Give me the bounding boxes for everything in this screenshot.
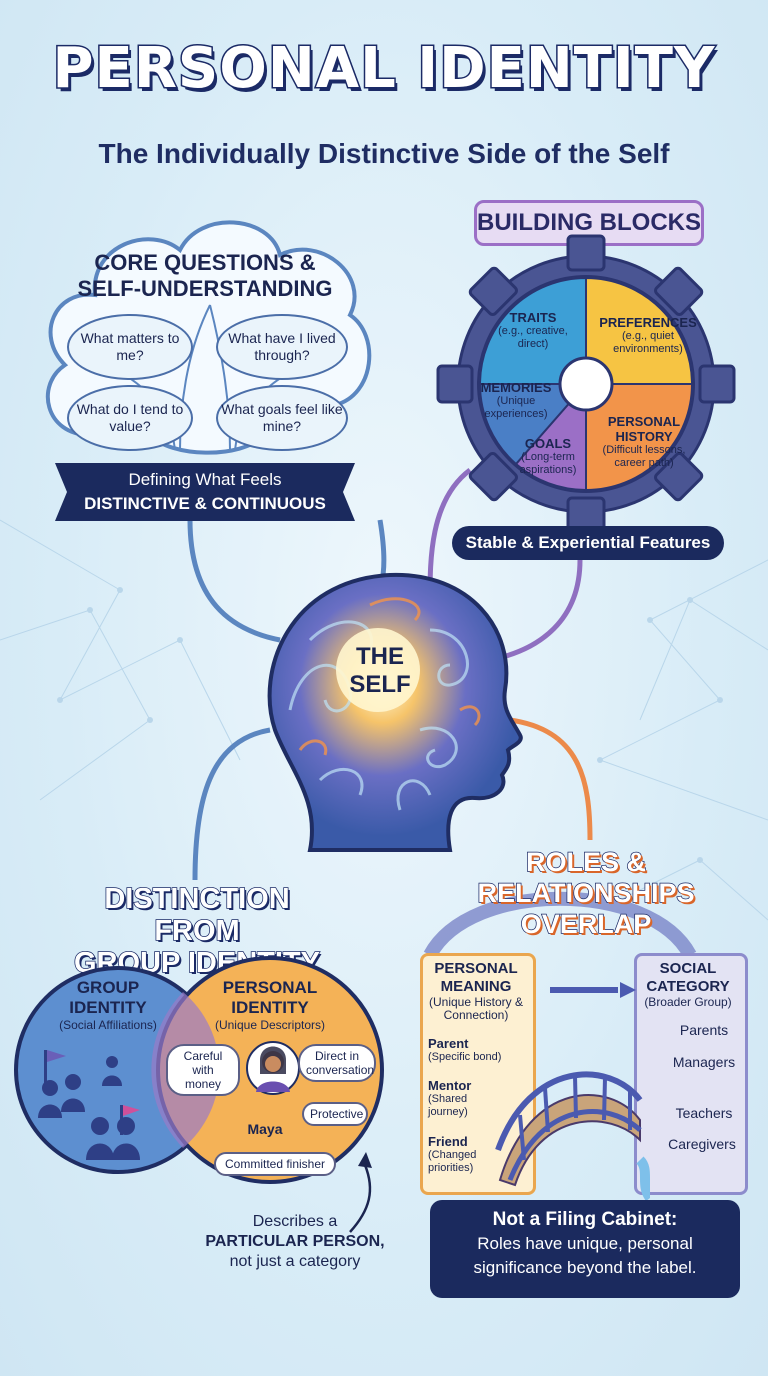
piece-history-detail: (Difficult lessons, career path) xyxy=(602,444,686,469)
callout-line-1: Roles have unique, personal xyxy=(477,1234,693,1253)
social-subtitle: (Broader Group) xyxy=(644,995,732,1009)
person-name: Maya xyxy=(247,1121,283,1137)
social-item-managers: Managers xyxy=(672,1054,736,1070)
venn-diagram xyxy=(14,956,384,1184)
piece-traits-detail: (e.g., creative, direct) xyxy=(498,325,568,350)
blocks-banner: Stable & Experiential Features xyxy=(452,526,724,560)
personal-subtitle: (Unique Descriptors) xyxy=(214,1018,326,1032)
question-pill-3: What do I tend to value? xyxy=(67,385,193,451)
bridge-icon xyxy=(495,982,650,1200)
roles-heading-line-1: ROLES & xyxy=(525,846,647,878)
piece-preferences: PREFERENCES (e.g., quiet environments) xyxy=(592,315,704,356)
core-heading-line-2: SELF-UNDERSTANDING xyxy=(77,276,333,301)
particular-note: Describes a PARTICULAR PERSON, not just … xyxy=(200,1212,390,1272)
piece-goals-name: GOALS xyxy=(524,436,572,451)
page-subtitle: The Individually Distinctive Side of the… xyxy=(98,138,670,169)
gear-icon xyxy=(436,234,736,534)
piece-history: PERSONAL HISTORY (Difficult lessons, car… xyxy=(596,414,692,470)
personal-meaning-subtitle: (Unique History & Connection) xyxy=(428,995,524,1022)
personal-meaning-title-line-1: PERSONAL xyxy=(434,960,518,977)
personal-item-parent: Parent (Specific bond) xyxy=(428,1036,514,1064)
particular-note-line-2: PARTICULAR PERSON, xyxy=(205,1233,385,1250)
descriptor-bubble-2: Direct in conversation xyxy=(298,1044,376,1082)
connector-blocks-2 xyxy=(489,559,583,663)
group-title-line-2: IDENTITY xyxy=(69,998,147,1017)
piece-traits-name: TRAITS xyxy=(509,310,557,325)
callout-title: Not a Filing Cabinet: xyxy=(492,1209,678,1230)
core-banner: Defining What Feels DISTINCTIVE & CONTIN… xyxy=(55,463,355,521)
particular-note-line-1: Describes a xyxy=(252,1213,338,1230)
core-banner-line-2: DISTINCTIVE & CONTINUOUS xyxy=(84,494,326,513)
core-heading-line-1: CORE QUESTIONS & xyxy=(94,250,316,275)
piece-traits: TRAITS (e.g., creative, direct) xyxy=(488,310,578,351)
core-banner-line-1: Defining What Feels xyxy=(128,470,282,489)
social-item-caregivers: Caregivers xyxy=(668,1136,736,1152)
descriptor-bubble-1: Careful with money xyxy=(166,1044,240,1096)
group-subtitle: (Social Affiliations) xyxy=(59,1018,157,1032)
roles-arch xyxy=(423,891,697,959)
question-pill-2: What have I lived through? xyxy=(216,314,348,380)
particular-note-line-3: not just a category xyxy=(229,1253,361,1270)
social-category-card xyxy=(634,953,748,1195)
roles-heading-line-2: RELATIONSHIPS xyxy=(477,877,696,909)
group-title-line-1: GROUP xyxy=(76,978,140,997)
piece-history-name: PERSONAL HISTORY xyxy=(607,414,681,444)
piece-goals-detail: (Long-term aspirations) xyxy=(519,451,577,476)
piece-memories: MEMORIES (Unique experiences) xyxy=(476,380,556,421)
question-pill-1: What matters to me? xyxy=(67,314,193,380)
core-heading: CORE QUESTIONS & SELF-UNDERSTANDING xyxy=(60,250,350,302)
connector-distinction xyxy=(192,727,271,881)
particular-arrow xyxy=(349,1164,372,1233)
personal-meaning-title-line-2: MEANING xyxy=(440,978,512,995)
social-category-heading: SOCIAL CATEGORY (Broader Group) xyxy=(638,960,738,1009)
page-title: PERSONAL IDENTITY xyxy=(51,35,716,103)
personal-title-line-2: IDENTITY xyxy=(231,998,309,1017)
personal-item-friend-detail: (Changed priorities) xyxy=(428,1149,477,1174)
callout-line-2: significance beyond the label. xyxy=(473,1258,697,1277)
piece-memories-detail: (Unique experiences) xyxy=(484,395,548,420)
distinction-heading-line-1: DISTINCTION FROM xyxy=(104,882,291,948)
roles-heading: ROLES & RELATIONSHIPS OVERLAP xyxy=(466,846,706,940)
head-silhouette-icon xyxy=(267,572,523,852)
social-item-teachers: Teachers xyxy=(675,1105,733,1121)
piece-goals: GOALS (Long-term aspirations) xyxy=(510,436,586,477)
personal-item-parent-detail: (Specific bond) xyxy=(428,1051,502,1063)
descriptor-bubble-4: Committed finisher xyxy=(214,1152,336,1176)
personal-item-mentor-name: Mentor xyxy=(428,1078,472,1093)
personal-identity-label: PERSONAL IDENTITY (Unique Descriptors) xyxy=(200,978,340,1032)
self-label-line-1: THE xyxy=(356,643,404,670)
piece-preferences-detail: (e.g., quiet environments) xyxy=(613,330,683,355)
personal-item-mentor-detail: (Shared journey) xyxy=(428,1093,468,1118)
personal-item-friend: Friend (Changed priorities) xyxy=(428,1134,498,1175)
group-identity-label: GROUP IDENTITY (Social Affiliations) xyxy=(40,978,176,1032)
filing-cabinet-callout: Not a Filing Cabinet: Roles have unique,… xyxy=(430,1200,740,1298)
personal-meaning-heading: PERSONAL MEANING (Unique History & Conne… xyxy=(424,960,528,1022)
piece-preferences-name: PREFERENCES xyxy=(599,315,697,330)
self-label: THE SELF xyxy=(330,643,430,699)
social-item-parents: Parents xyxy=(679,1022,729,1038)
roles-heading-line-3: OVERLAP xyxy=(520,908,652,940)
personal-item-parent-name: Parent xyxy=(428,1036,469,1051)
descriptor-bubble-3: Protective xyxy=(302,1102,368,1126)
connector-roles xyxy=(509,717,593,841)
piece-memories-name: MEMORIES xyxy=(480,380,552,395)
question-pill-4: What goals feel like mine? xyxy=(216,385,348,451)
social-title-line-2: CATEGORY xyxy=(646,978,730,995)
personal-title-line-1: PERSONAL xyxy=(222,978,318,997)
social-title-line-1: SOCIAL xyxy=(659,960,717,977)
personal-item-friend-name: Friend xyxy=(428,1134,468,1149)
personal-item-mentor: Mentor (Shared journey) xyxy=(428,1078,498,1119)
self-label-line-2: SELF xyxy=(349,671,411,698)
connector-core xyxy=(187,519,281,643)
